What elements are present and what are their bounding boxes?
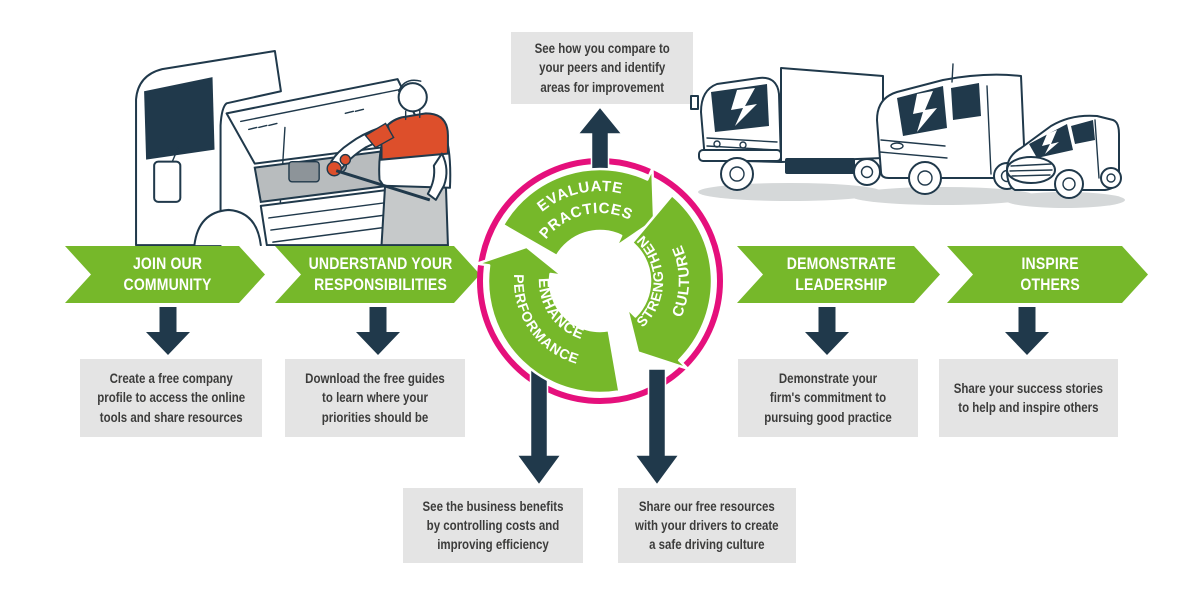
down-arrow-benefits: [515, 368, 563, 487]
callout-share-resources-text: Share our free resources with your drive…: [635, 498, 779, 553]
cycle-diagram: EVALUATE PRACTICES STRENGTHEN CULTURE EN…: [475, 105, 723, 487]
callout-understand: Download the free guides to learn where …: [285, 359, 465, 437]
fleet-vehicles-illustration: [690, 63, 1125, 208]
wheel-arch: [193, 208, 262, 246]
banner-understand-label: UNDERSTAND YOUR RESPONSIBILITIES: [308, 255, 452, 294]
down-arrow-demonstrate: [805, 307, 849, 355]
callout-compare-peers: See how you compare to your peers and id…: [511, 32, 693, 104]
callout-benefits: See the business benefits by controlling…: [403, 488, 583, 563]
engine-block: [288, 160, 320, 183]
banner-inspire-label: INSPIRE OTHERS: [1020, 255, 1080, 294]
down-arrow-inspire: [1005, 307, 1049, 355]
van-side-window: [144, 77, 215, 160]
callout-understand-text: Download the free guides to learn where …: [305, 371, 445, 425]
down-arrow-join: [146, 307, 190, 355]
mechanic-van-illustration: [135, 49, 452, 246]
tool-rod: [335, 169, 431, 202]
van-swoosh: [913, 91, 937, 132]
callout-join-text: Create a free company profile to access …: [97, 371, 245, 425]
cycle-segment-evaluate-practices: [501, 167, 656, 258]
van-mirror: [153, 160, 182, 203]
mechanic-other-arm: [426, 152, 448, 201]
callout-inspire-text: Share your success stories to help and i…: [953, 380, 1104, 415]
cycle-segment-enhance-performance: [475, 245, 621, 395]
callout-inspire: Share your success stories to help and i…: [939, 359, 1118, 437]
cycle-label-culture: CULTURE: [669, 243, 692, 320]
banner-join-our-community: JOIN OUR COMMUNITY: [65, 246, 265, 303]
callout-compare-peers-text: See how you compare to your peers and id…: [534, 41, 670, 95]
small-van-swoosh: [1042, 130, 1059, 154]
cycle-segment-strengthen-culture: [625, 193, 714, 370]
callout-benefits-text: See the business benefits by controlling…: [422, 498, 564, 553]
callout-share-resources: Share our free resources with your drive…: [618, 488, 796, 563]
mechanic-head: [397, 82, 428, 113]
banner-inspire-others: INSPIRE OTHERS: [947, 246, 1148, 303]
down-arrow-share-resources: [633, 368, 681, 487]
box-truck: [690, 67, 884, 191]
callout-join: Create a free company profile to access …: [80, 359, 262, 437]
banner-demonstrate-leadership: DEMONSTRATE LEADERSHIP: [737, 246, 940, 303]
callout-demonstrate-text: Demonstrate your firm's commitment to pu…: [764, 371, 892, 425]
red-sleeve: [364, 122, 395, 149]
banner-understand-your-responsibilities: UNDERSTAND YOUR RESPONSIBILITIES: [275, 246, 480, 303]
small-van: [1006, 114, 1122, 199]
svg-text:CULTURE: CULTURE: [669, 243, 693, 320]
banner-join-our-community-label: JOIN OUR COMMUNITY: [123, 255, 212, 294]
red-glove: [326, 160, 342, 177]
banner-demonstrate-label: DEMONSTRATE LEADERSHIP: [786, 255, 896, 294]
large-van: [876, 63, 1026, 195]
callout-demonstrate: Demonstrate your firm's commitment to pu…: [738, 359, 918, 437]
down-arrow-understand: [356, 307, 400, 355]
truck-swoosh: [731, 88, 757, 126]
